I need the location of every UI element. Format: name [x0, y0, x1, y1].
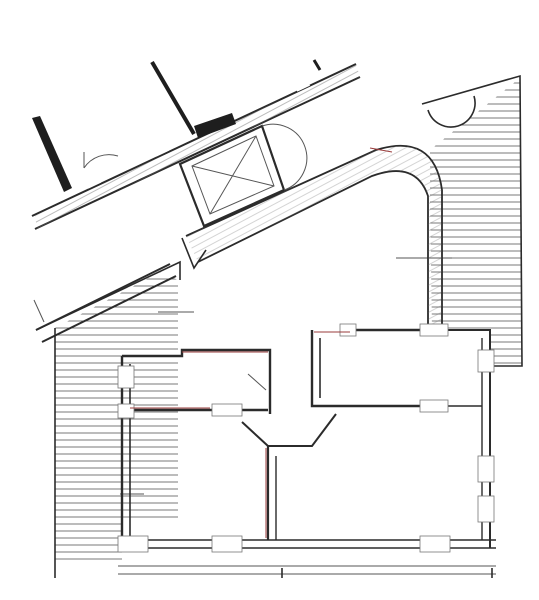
elevator-shaft	[178, 123, 308, 228]
corridor-band	[31, 63, 361, 230]
window-openings	[117, 323, 495, 553]
door-swing-upper-left	[83, 154, 119, 169]
terrace-left	[33, 260, 194, 578]
structural-strokes	[32, 59, 322, 192]
accent-walls	[130, 331, 350, 538]
entrance-door	[181, 237, 207, 270]
curved-wall	[185, 144, 443, 330]
left-diagonal-wall	[35, 263, 177, 343]
terrace-right	[396, 74, 523, 367]
